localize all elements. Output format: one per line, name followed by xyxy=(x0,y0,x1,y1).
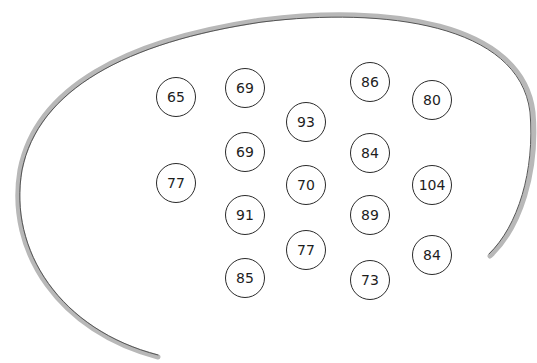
value-number: 70 xyxy=(297,177,315,193)
value-circle: 69 xyxy=(225,68,265,108)
value-number: 77 xyxy=(167,175,185,191)
value-circle: 70 xyxy=(286,165,326,205)
value-number: 84 xyxy=(423,247,441,263)
value-circle: 86 xyxy=(350,62,390,102)
value-circle: 85 xyxy=(225,258,265,298)
value-number: 84 xyxy=(361,145,379,161)
value-circle: 77 xyxy=(286,230,326,270)
value-circle: 104 xyxy=(412,165,452,205)
outline-line xyxy=(20,17,531,355)
value-number: 86 xyxy=(361,74,379,90)
value-circle: 69 xyxy=(225,132,265,172)
value-circle: 89 xyxy=(350,195,390,235)
value-circle: 77 xyxy=(156,163,196,203)
value-number: 89 xyxy=(361,207,379,223)
value-circle: 65 xyxy=(156,77,196,117)
value-circle: 91 xyxy=(225,195,265,235)
value-number: 80 xyxy=(423,92,441,108)
value-circle: 84 xyxy=(412,235,452,275)
value-number: 77 xyxy=(297,242,315,258)
outline-shade xyxy=(18,15,534,357)
value-number: 69 xyxy=(236,144,254,160)
value-circle: 93 xyxy=(286,102,326,142)
value-circle: 80 xyxy=(412,80,452,120)
value-number: 69 xyxy=(236,80,254,96)
value-number: 85 xyxy=(236,270,254,286)
value-number: 73 xyxy=(361,272,379,288)
value-number: 93 xyxy=(297,114,315,130)
value-number: 104 xyxy=(419,177,446,193)
value-circle: 84 xyxy=(350,133,390,173)
value-circle: 73 xyxy=(350,260,390,300)
value-number: 91 xyxy=(236,207,254,223)
value-number: 65 xyxy=(167,89,185,105)
